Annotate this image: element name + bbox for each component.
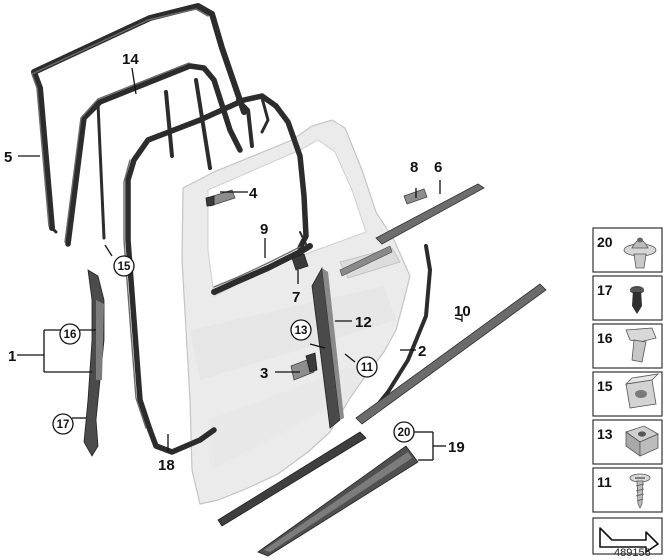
u-nut-icon bbox=[625, 425, 659, 457]
callout-4: 4 bbox=[249, 185, 258, 202]
circled-callout-20: 20 bbox=[393, 421, 415, 443]
svg-text:16: 16 bbox=[64, 329, 77, 341]
legend-number-20: 20 bbox=[597, 234, 613, 250]
clip-nut-icon bbox=[624, 373, 660, 409]
callout-10: 10 bbox=[454, 303, 471, 320]
svg-text:15: 15 bbox=[118, 261, 131, 273]
circled-callout-16: 16 bbox=[59, 323, 81, 345]
outer-belt-moulding-lower bbox=[339, 245, 393, 277]
callout-1: 1 bbox=[8, 348, 16, 365]
b-pillar-trim-edge bbox=[322, 268, 344, 420]
callout-7: 7 bbox=[292, 289, 300, 306]
legend-number-11: 11 bbox=[597, 474, 612, 490]
leader-lines bbox=[17, 67, 463, 461]
callout-18: 18 bbox=[158, 457, 175, 474]
callout-19: 19 bbox=[448, 439, 465, 456]
door-panel bbox=[181, 119, 411, 505]
direction-arrow-icon bbox=[599, 527, 659, 553]
callout-14: 14 bbox=[122, 51, 139, 68]
part-7 bbox=[291, 253, 309, 271]
legend-number-13: 13 bbox=[597, 426, 613, 442]
fir-tree-clip-icon bbox=[625, 327, 657, 363]
circled-callout-17: 17 bbox=[52, 413, 74, 435]
circled-callout-15: 15 bbox=[113, 255, 135, 277]
pillar-cover bbox=[83, 269, 105, 457]
legend-cell-11 bbox=[592, 467, 663, 513]
circled-callout-11: 11 bbox=[356, 356, 378, 378]
outer-frame-seal bbox=[31, 3, 247, 234]
rear-edge-seal bbox=[370, 244, 432, 414]
sill-trim-strip bbox=[217, 431, 419, 557]
push-clip-icon bbox=[623, 237, 657, 269]
lower-door-moulding bbox=[355, 283, 547, 425]
svg-text:11: 11 bbox=[361, 362, 374, 374]
inner-frame-seal bbox=[64, 62, 243, 247]
callout-9: 9 bbox=[260, 221, 268, 238]
circled-callout-13: 13 bbox=[290, 319, 312, 341]
legend-number-15: 15 bbox=[597, 378, 613, 394]
part-3-tab bbox=[305, 352, 318, 373]
legend-number-16: 16 bbox=[597, 330, 613, 346]
part-4-tab bbox=[205, 195, 215, 207]
legend-cell-17 bbox=[592, 275, 663, 321]
inner-belt-weatherstrip bbox=[211, 231, 313, 295]
expansion-rivet-icon bbox=[630, 286, 644, 314]
screw-icon bbox=[629, 473, 651, 509]
door-main-seal bbox=[123, 93, 309, 455]
fastener-legend: 20 17 16 15 13 bbox=[592, 227, 663, 555]
legend-number-17: 17 bbox=[597, 282, 613, 298]
callout-3: 3 bbox=[260, 365, 268, 382]
outer-belt-moulding bbox=[375, 183, 485, 245]
callout-8: 8 bbox=[410, 159, 418, 176]
callout-6: 6 bbox=[434, 159, 442, 176]
callout-12: 12 bbox=[355, 314, 372, 331]
callout-5: 5 bbox=[4, 149, 12, 166]
document-number: 489156 bbox=[614, 547, 651, 559]
svg-text:13: 13 bbox=[295, 325, 308, 337]
svg-text:17: 17 bbox=[57, 419, 70, 431]
svg-text:20: 20 bbox=[398, 427, 411, 439]
callout-2: 2 bbox=[418, 343, 426, 360]
